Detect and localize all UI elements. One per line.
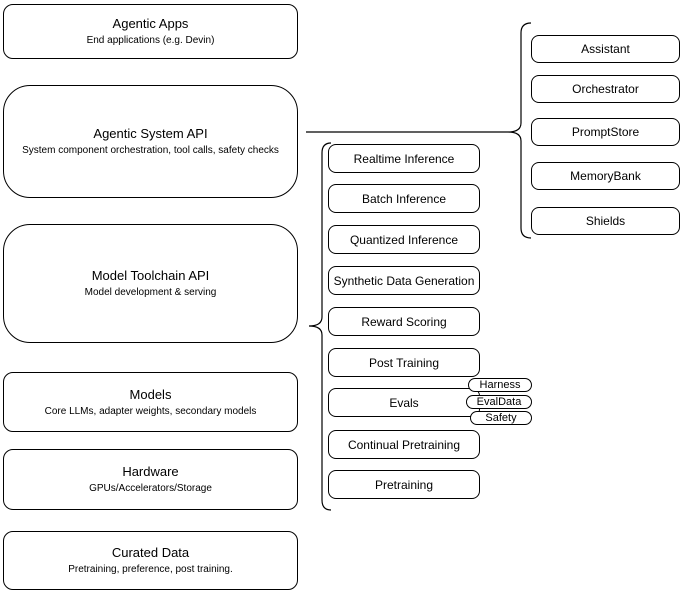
- node-label: Orchestrator: [572, 82, 639, 96]
- node-label: Quantized Inference: [349, 232, 459, 247]
- node-label: Shields: [585, 214, 626, 228]
- node-label: PromptStore: [571, 125, 640, 139]
- node-curated-data: Curated Data Pretraining, preference, po…: [3, 531, 298, 590]
- system-group-brace: [507, 22, 532, 239]
- node-subtitle: Model development & serving: [84, 287, 217, 298]
- node-label: Continual Pretraining: [347, 437, 461, 452]
- node-title: Curated Data: [111, 545, 190, 560]
- node-subtitle: System component orchestration, tool cal…: [22, 145, 279, 156]
- node-title: Model Toolchain API: [91, 268, 210, 283]
- pill-label: Safety: [485, 412, 517, 424]
- node-evals: Evals: [328, 388, 480, 417]
- node-label: Synthetic Data Generation: [333, 273, 475, 288]
- node-model-toolchain-api: Model Toolchain API Model development & …: [3, 224, 298, 343]
- node-label: Realtime Inference: [353, 151, 455, 166]
- node-agentic-system-api: Agentic System API System component orch…: [3, 85, 298, 198]
- node-continual-pretraining: Continual Pretraining: [328, 430, 480, 459]
- node-title: Agentic System API: [93, 126, 208, 141]
- node-synthetic-data-generation: Synthetic Data Generation: [328, 266, 480, 295]
- pill-evaldata: EvalData: [466, 395, 532, 409]
- node-label: Reward Scoring: [361, 314, 447, 329]
- node-title: Hardware: [122, 464, 179, 479]
- node-batch-inference: Batch Inference: [328, 184, 480, 213]
- node-label: Pretraining: [374, 477, 434, 492]
- node-orchestrator: Orchestrator: [531, 75, 680, 103]
- pill-label: Harness: [479, 379, 521, 391]
- node-shields: Shields: [531, 207, 680, 235]
- node-reward-scoring: Reward Scoring: [328, 307, 480, 336]
- node-label: MemoryBank: [570, 169, 641, 183]
- node-promptstore: PromptStore: [531, 118, 680, 146]
- node-post-training: Post Training: [328, 348, 480, 377]
- pill-safety: Safety: [470, 411, 532, 425]
- node-subtitle: GPUs/Accelerators/Storage: [89, 483, 212, 494]
- node-assistant: Assistant: [531, 35, 680, 63]
- node-label: Assistant: [581, 42, 630, 56]
- node-models: Models Core LLMs, adapter weights, secon…: [3, 372, 298, 432]
- node-pretraining: Pretraining: [328, 470, 480, 499]
- node-quantized-inference: Quantized Inference: [328, 225, 480, 254]
- node-agentic-apps: Agentic Apps End applications (e.g. Devi…: [3, 4, 298, 59]
- node-subtitle: Core LLMs, adapter weights, secondary mo…: [44, 405, 257, 417]
- node-realtime-inference: Realtime Inference: [328, 144, 480, 173]
- pill-harness: Harness: [468, 378, 532, 392]
- pill-label: EvalData: [476, 396, 522, 408]
- node-subtitle: End applications (e.g. Devin): [86, 35, 215, 46]
- node-label: Post Training: [368, 355, 440, 370]
- node-hardware: Hardware GPUs/Accelerators/Storage: [3, 449, 298, 510]
- node-title: Agentic Apps: [112, 16, 189, 31]
- node-label: Batch Inference: [361, 191, 447, 206]
- node-memorybank: MemoryBank: [531, 162, 680, 190]
- node-title: Models: [129, 386, 172, 402]
- node-label: Evals: [389, 395, 419, 410]
- node-subtitle: Pretraining, preference, post training.: [68, 564, 233, 575]
